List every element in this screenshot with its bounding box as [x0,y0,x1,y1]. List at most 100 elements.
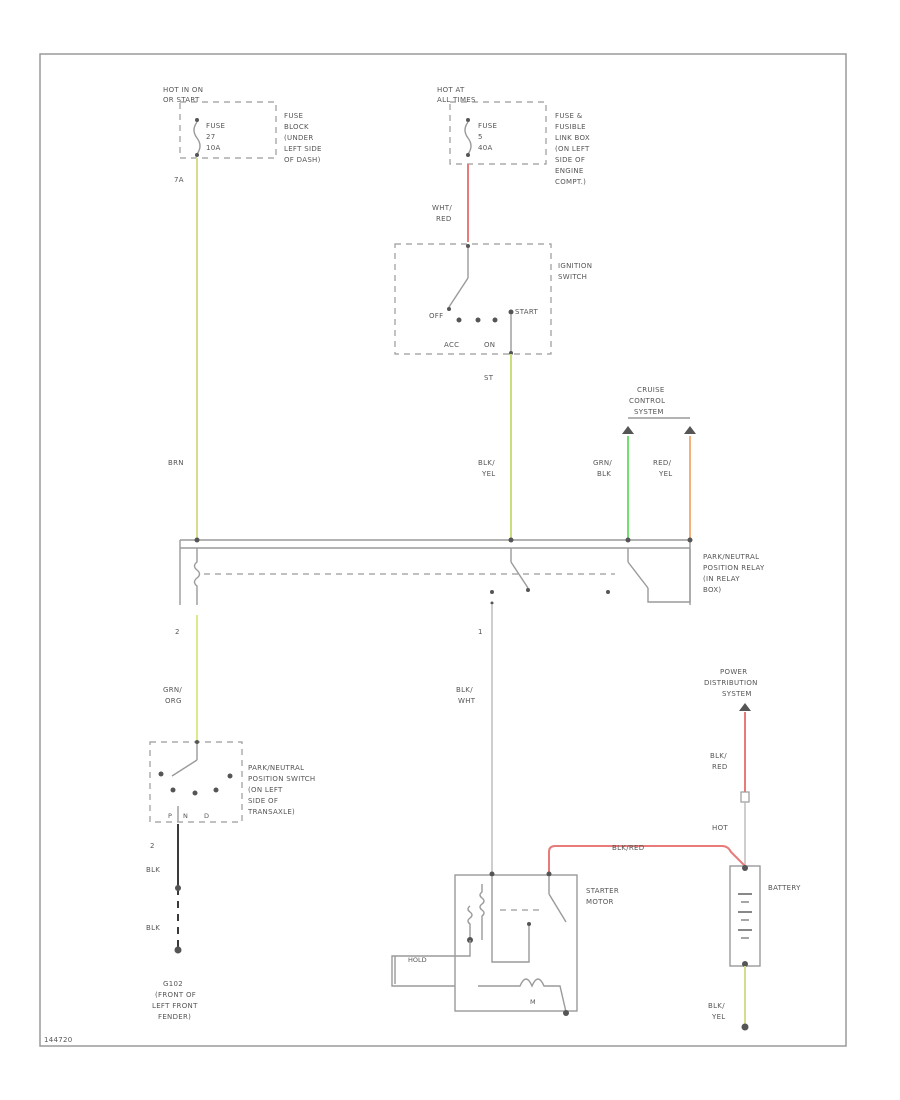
wire-grn-blk-label2: BLK [597,470,611,478]
fuse-right-symbol [464,121,472,155]
starter-pull-coil [479,884,485,940]
ignition-node-top [466,244,470,248]
cruise-connector-right [684,426,696,434]
pdc-title2: DISTRIBUTION [704,679,758,687]
fuse-right-desc7: COMPT.) [555,178,586,186]
pn-switch-title3: (ON LEFT [248,786,283,794]
frame-border [39,53,847,1047]
ignition-pivot [447,307,451,311]
fuse-left-desc3: (UNDER [284,134,314,142]
relay-output-node [490,590,494,594]
relay-switch2-arm [627,561,649,589]
pn-switch-pos-p [158,771,164,777]
cruise-title1: CRUISE [637,386,665,394]
fuse-left-node-bottom [195,153,199,157]
ignition-start-label: START [515,308,539,316]
fuse-left-desc4: LEFT SIDE [284,145,322,153]
wire-grn-blk-label1: GRN/ [593,459,612,467]
fuse-right-box [449,101,547,165]
fuse-left-l3: 10A [206,144,221,152]
wire-red-yel-label2: YEL [658,470,673,478]
pn-switch-box [149,741,243,823]
ignition-pin-label: ST [484,374,494,382]
wire-brn-label: BRN [168,459,184,467]
ignition-pos-off [456,317,462,323]
fuse-5: HOT AT ALL TIMES FUSE 5 40A FUSE & FUSIB… [437,86,590,186]
relay-title2: POSITION RELAY [703,564,765,572]
fuse-left-symbol [193,121,201,155]
pn-switch-node-top [195,740,199,744]
pn-switch-pos-d [213,787,219,793]
wire-blk-red-label1: BLK/ [710,752,727,760]
starter-contact-arm [548,893,567,923]
diagram-code: 144720 [44,1036,73,1044]
ignition-pos-start [508,309,514,315]
pdc-title3: SYSTEM [722,690,752,698]
wire-hot-label: HOT [712,824,728,832]
ignition-switch: OFF START ACC ON IGNITION SWITCH ST [394,243,592,382]
wire-battery-cable [548,845,746,872]
fuse-left-node-top [195,118,199,122]
pn-switch-arm [171,759,198,777]
fuse-left-l2: 27 [206,133,216,141]
ground-title4: FENDER) [158,1013,191,1021]
starter-ground [563,1010,569,1016]
relay-pin-brn [194,537,200,543]
starter-title1: STARTER [586,887,619,895]
relay-coil [193,548,201,605]
cruise-title3: SYSTEM [634,408,664,416]
battery-label: BATTERY [768,884,801,892]
wire-wht-red-label1: WHT/ [432,204,452,212]
pn-switch-pos-r [192,790,198,796]
pn-switch-pos-n [170,787,176,793]
wire-red-yel-label1: RED/ [653,459,672,467]
wire-blk-yel-label2: YEL [481,470,496,478]
pn-switch-title2: POSITION SWITCH [248,775,316,783]
wire-grn-org-label1: GRN/ [163,686,182,694]
starter-title2: MOTOR [586,898,614,906]
fuse-right-desc5: SIDE OF [555,156,585,164]
power-distribution: POWER DISTRIBUTION SYSTEM [704,668,758,711]
wire-blk-yel2-label2: YEL [711,1013,726,1021]
cruise-title2: CONTROL [629,397,665,405]
fuse-right-hot-label: HOT AT [437,86,465,94]
starter-motor: HOLD M STARTER MOTOR [391,871,619,1016]
starter-b-terminal [546,871,552,877]
relay-output-node-2 [490,601,494,605]
wire-blk-red-label2: RED [712,763,728,771]
battery: BATTERY [729,865,801,967]
fuse-27: HOT IN ON OR START FUSE 27 10A FUSE BLOC… [163,86,322,184]
battery-ground [741,1023,749,1031]
relay-switch2-return [647,548,691,603]
ground-title2: (FRONT OF [155,991,196,999]
wire-grn-org-label2: ORG [165,697,182,705]
wire-wht-red-label2: RED [436,215,452,223]
relay-pin-red-yel [687,537,693,543]
fuse-right-desc1: FUSE & [555,112,583,120]
fuse-left-hot-label: HOT IN ON [163,86,203,94]
relay-pin-blk-yel [508,537,514,543]
starter-hold-ground [391,940,471,987]
ground-title3: LEFT FRONT [152,1002,198,1010]
ignition-title2: SWITCH [558,273,587,281]
fuse-left-desc1: FUSE [284,112,303,120]
ignition-acc-label: ACC [444,341,459,349]
starter-s-terminal [489,871,495,877]
starter-field-winding [478,978,567,1013]
ground-point [174,946,182,954]
fuse-left-desc5: OF DASH) [284,156,321,164]
fuse-right-desc2: FUSIBLE [555,123,586,131]
starter-box [454,874,578,1012]
fuse-right-node-bottom [466,153,470,157]
wire-blk-yel-label1: BLK/ [478,459,495,467]
ignition-on-label: ON [484,341,495,349]
fuse-right-l3: 40A [478,144,493,152]
ignition-pos-on [492,317,498,323]
park-neutral-relay: PARK/NEUTRAL POSITION RELAY (IN RELAY BO… [179,537,765,605]
fuse-left-desc2: BLOCK [284,123,309,131]
relay-switch1-contact [526,588,530,592]
relay-pin-grn-blk [625,537,631,543]
fuse-right-desc3: LINK BOX [555,134,590,142]
